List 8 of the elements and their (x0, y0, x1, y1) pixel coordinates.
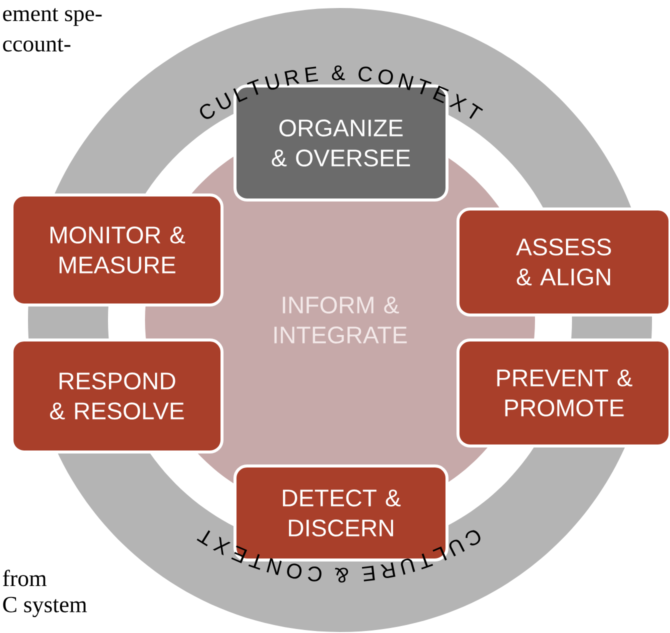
step-box: PREVENT & PROMOTE (456, 338, 670, 448)
body-text-fragment: ement spe- (3, 8, 102, 26)
step-box: RESPOND & RESOLVE (10, 338, 224, 454)
step-box: ASSESS & ALIGN (456, 208, 670, 316)
step-box: MONITOR & MEASURE (10, 194, 224, 306)
body-text-fragment: ccount- (3, 38, 70, 52)
body-text-fragment: from (2, 570, 47, 586)
body-text-fragment: C system (3, 596, 87, 618)
